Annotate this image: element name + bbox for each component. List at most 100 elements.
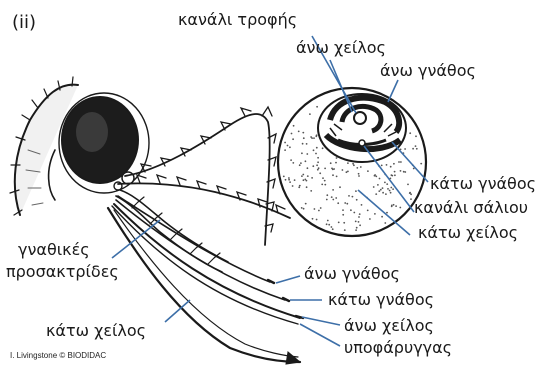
stipple-dot: [387, 188, 389, 190]
stipple-dot: [311, 177, 313, 179]
stipple-dot: [410, 198, 412, 200]
stipple-dot: [342, 169, 344, 171]
stipple-dot: [313, 149, 315, 151]
stipple-dot: [356, 199, 358, 201]
stipple-dot: [379, 178, 381, 180]
stipple-dot: [391, 174, 393, 176]
stipple-dot: [398, 161, 400, 163]
credit-line: I. Livingstone © BIODIDAC: [10, 351, 106, 360]
stipple-dot: [416, 148, 418, 150]
stipple-dot: [409, 192, 411, 194]
stipple-dot: [404, 148, 406, 150]
stipple-dot: [300, 162, 302, 164]
stipple-dot: [332, 189, 334, 191]
stipple-dot: [367, 170, 369, 172]
stipple-dot: [301, 152, 303, 154]
stipple-dot: [299, 185, 301, 187]
stipple-dot: [289, 146, 291, 148]
stipple-dot: [289, 181, 291, 183]
label-lower-jaw: κάτω γνάθος: [328, 292, 434, 308]
stipple-dot: [415, 135, 417, 137]
stipple-dot: [342, 209, 344, 211]
stipple-dot: [306, 143, 308, 145]
stipple-dot: [310, 190, 312, 192]
stipple-dot: [319, 172, 321, 174]
stipple-dot: [382, 192, 384, 194]
stipple-dot: [332, 199, 334, 201]
stipple-dot: [287, 145, 289, 147]
stipple-dot: [317, 157, 319, 159]
stipple-dot: [386, 183, 388, 185]
stipple-dot: [389, 190, 391, 192]
stipple-dot: [355, 190, 357, 192]
label-lower-lip-section: κάτω χείλος: [418, 225, 518, 241]
stipple-dot: [293, 125, 295, 127]
stipple-dot: [377, 184, 379, 186]
stipple-dot: [335, 162, 337, 164]
stipple-dot: [358, 221, 360, 223]
stipple-dot: [292, 162, 294, 164]
label-food-canal: κανάλι τροφής: [178, 12, 297, 28]
stipple-dot: [400, 170, 402, 172]
stipple-dot: [374, 213, 376, 215]
stipple-dot: [312, 218, 314, 220]
stipple-dot: [305, 203, 307, 205]
food-canal-section: [354, 112, 366, 124]
stipple-dot: [359, 213, 361, 215]
stipple-dot: [394, 174, 396, 176]
eye-highlight: [76, 112, 108, 152]
stipple-dot: [358, 173, 360, 175]
stipple-dot: [317, 161, 319, 163]
stipple-dot: [322, 147, 324, 149]
stipple-dot: [307, 167, 309, 169]
stipple-dot: [303, 208, 305, 210]
stipple-dot: [381, 216, 383, 218]
stipple-dot: [310, 136, 312, 138]
stipple-dot: [339, 186, 341, 188]
stipple-dot: [303, 137, 305, 139]
stipple-dot: [337, 202, 339, 204]
stipple-dot: [399, 207, 401, 209]
stipple-dot: [332, 169, 334, 171]
stipple-dot: [390, 166, 392, 168]
stipple-dot: [335, 197, 337, 199]
stipple-dot: [306, 180, 308, 182]
stipple-dot: [403, 171, 405, 173]
stipple-dot: [344, 229, 346, 231]
stipple-dot: [298, 186, 300, 188]
stipple-dot: [348, 195, 350, 197]
stipple-dot: [283, 176, 285, 178]
stipple-dot: [415, 145, 417, 147]
stipple-dot: [353, 212, 355, 214]
stipple-dot: [320, 207, 322, 209]
stipple-dot: [316, 106, 318, 108]
stipple-dot: [307, 175, 309, 177]
label-upper-jaw: άνω γνάθος: [304, 266, 400, 282]
stipple-dot: [327, 220, 329, 222]
stipple-dot: [384, 222, 386, 224]
stipple-dot: [347, 162, 349, 164]
leader-upper-jaw-section: [388, 80, 398, 102]
stipple-dot: [393, 163, 395, 165]
stipple-dot: [303, 179, 305, 181]
stipple-dot: [336, 157, 338, 159]
stipple-dot: [302, 174, 304, 176]
stipple-dot: [420, 163, 422, 165]
stipple-dot: [285, 179, 287, 181]
stipple-dot: [321, 184, 323, 186]
stipple-dot: [302, 143, 304, 145]
stipple-dot: [369, 218, 371, 220]
stipple-dot: [312, 165, 314, 167]
stipple-dot: [344, 202, 346, 204]
stipple-dot: [355, 229, 357, 231]
stipple-dot: [386, 164, 388, 166]
stipple-dot: [361, 204, 363, 206]
stipple-dot: [328, 224, 330, 226]
stipple-dot: [392, 188, 394, 190]
label-upper-lip-section: άνω χείλος: [296, 40, 386, 56]
label-palps-line2: προσακτρίδες: [6, 264, 119, 280]
stipple-dot: [381, 165, 383, 167]
stipple-dot: [290, 159, 292, 161]
stipple-dot: [353, 164, 355, 166]
stipple-dot: [393, 204, 395, 206]
